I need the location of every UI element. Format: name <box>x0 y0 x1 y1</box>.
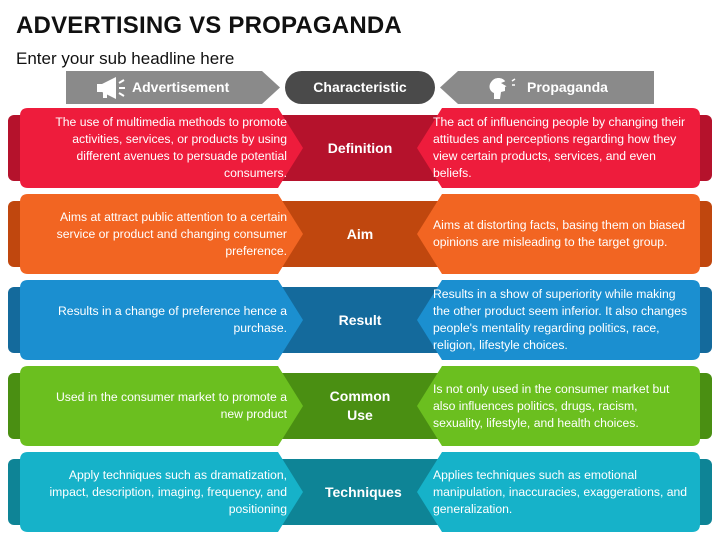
header-advertisement: Advertisement <box>66 71 280 104</box>
row-definition-propaganda: The act of influencing people by changin… <box>433 115 686 180</box>
row-definition: The use of multimedia methods to promote… <box>0 108 720 188</box>
row-aim-shape <box>8 194 712 274</box>
row-aim: Aims at attract public attention to a ce… <box>0 194 720 274</box>
header-propaganda-label: Propaganda <box>527 79 608 95</box>
row-definition-advertisement: The use of multimedia methods to promote… <box>55 115 287 180</box>
header-advertisement-label: Advertisement <box>132 79 230 95</box>
row-common-use-propaganda: Is not only used in the consumer market … <box>433 381 670 430</box>
row-techniques-shape <box>8 452 712 532</box>
row-techniques-label: Techniques <box>325 483 402 500</box>
row-result-shape <box>8 280 712 360</box>
row-result-propaganda: Results in a show of superiority while m… <box>433 287 688 352</box>
row-common-use: Used in the consumer market to promote a… <box>0 366 720 446</box>
row-definition-label: Definition <box>327 139 393 156</box>
row-aim-propaganda: Aims at distorting facts, basing them on… <box>433 218 686 249</box>
row-techniques-advertisement: Apply techniques such as dramatization, … <box>49 467 287 516</box>
header-characteristic-label: Characteristic <box>313 79 407 95</box>
row-definition-shape <box>8 108 712 188</box>
page-title: ADVERTISING VS PROPAGANDA <box>16 12 402 39</box>
header-characteristic: Characteristic <box>285 71 435 104</box>
row-aim-advertisement: Aims at attract public attention to a ce… <box>56 209 287 258</box>
row-result-label: Result <box>338 311 382 328</box>
row-common-use-label: Common Use <box>329 388 391 423</box>
row-techniques-propaganda: Applies techniques such as emotional man… <box>433 467 688 516</box>
row-aim-label: Aim <box>346 225 374 242</box>
row-common-use-advertisement: Used in the consumer market to promote a… <box>56 390 287 421</box>
row-common-use-shape <box>8 366 712 446</box>
row-techniques: Apply techniques such as dramatization, … <box>0 452 720 532</box>
header-characteristic-shape <box>285 71 435 104</box>
row-result-advertisement: Results in a change of preference hence … <box>57 304 287 335</box>
header-advertisement-shape <box>66 71 280 104</box>
page-subtitle: Enter your sub headline here <box>16 49 235 68</box>
row-result: Results in a change of preference hence … <box>0 280 720 360</box>
header-propaganda-shape <box>440 71 654 104</box>
header-propaganda: Propaganda <box>440 71 654 104</box>
